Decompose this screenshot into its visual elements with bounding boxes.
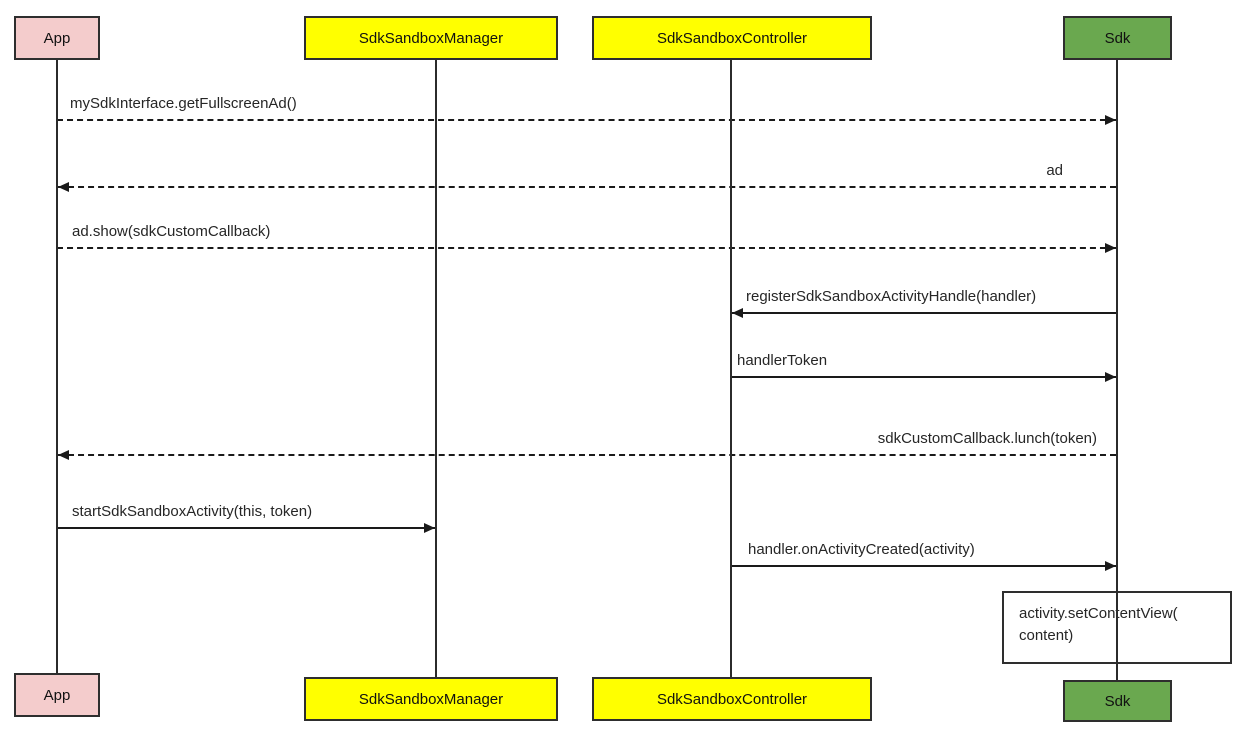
- actor-app-bottom: App: [14, 673, 100, 717]
- message-line: [732, 376, 1116, 378]
- lifeline-app: [56, 60, 58, 673]
- message-line: [732, 565, 1116, 567]
- message-label: registerSdkSandboxActivityHandle(handler…: [746, 288, 1037, 305]
- actor-sdk-bottom: Sdk: [1063, 680, 1172, 722]
- message-label: ad.show(sdkCustomCallback): [72, 223, 271, 240]
- message-label: handlerToken: [737, 352, 828, 369]
- lifeline-manager: [435, 60, 437, 678]
- message-label: sdkCustomCallback.lunch(token): [877, 430, 1097, 447]
- actor-controller-label: SdkSandboxController: [656, 29, 808, 47]
- actor-controller-label: SdkSandboxController: [656, 690, 808, 708]
- message-line: [58, 186, 1116, 188]
- message-line: [57, 247, 1116, 249]
- actor-manager-bottom: SdkSandboxManager: [304, 677, 558, 721]
- actor-manager-label: SdkSandboxManager: [358, 690, 504, 708]
- arrowhead-right-icon: [424, 523, 435, 533]
- arrowhead-right-icon: [1105, 561, 1116, 571]
- arrowhead-right-icon: [1105, 115, 1116, 125]
- arrowhead-left-icon: [732, 308, 743, 318]
- actor-sdk-label: Sdk: [1104, 692, 1131, 710]
- message-line: [58, 454, 1116, 456]
- actor-controller-top: SdkSandboxController: [592, 16, 872, 60]
- message-label: handler.onActivityCreated(activity): [748, 541, 975, 558]
- arrowhead-right-icon: [1105, 243, 1116, 253]
- lifeline-controller: [730, 60, 732, 678]
- message-line: [57, 119, 1116, 121]
- actor-app-label: App: [43, 686, 71, 704]
- actor-manager-top: SdkSandboxManager: [304, 16, 558, 60]
- message-label: ad: [1046, 162, 1063, 179]
- arrowhead-left-icon: [58, 182, 69, 192]
- lifeline-sdk: [1116, 60, 1118, 681]
- note-line-2: content): [1019, 627, 1074, 644]
- actor-app-top: App: [14, 16, 100, 60]
- message-line: [57, 527, 435, 529]
- message-line: [732, 312, 1116, 314]
- actor-app-label: App: [43, 29, 71, 47]
- actor-sdk-label: Sdk: [1104, 29, 1131, 47]
- actor-controller-bottom: SdkSandboxController: [592, 677, 872, 721]
- note-line-1: activity.setContentView(: [1019, 605, 1178, 622]
- actor-sdk-top: Sdk: [1063, 16, 1172, 60]
- message-label: startSdkSandboxActivity(this, token): [72, 503, 313, 520]
- actor-manager-label: SdkSandboxManager: [358, 29, 504, 47]
- arrowhead-left-icon: [58, 450, 69, 460]
- message-label: mySdkInterface.getFullscreenAd(): [70, 95, 297, 112]
- arrowhead-right-icon: [1105, 372, 1116, 382]
